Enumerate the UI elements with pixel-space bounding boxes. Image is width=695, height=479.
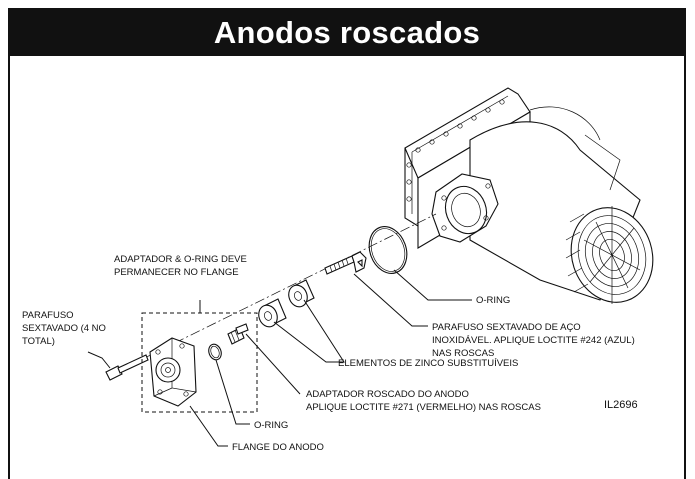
label-lower-o-ring: O-RING xyxy=(254,420,288,431)
threaded-adapter xyxy=(227,323,249,345)
label-zinc-elements: ELEMENTOS DE ZINCO SUBSTITUÍVEIS xyxy=(338,358,518,369)
label-adapter-line1: ADAPTADOR ROSCADO DO ANODO xyxy=(306,389,469,400)
label-hex-screw-line2: INOXIDÁVEL. APLIQUE LOCTITE #242 (AZUL) xyxy=(432,335,635,346)
label-adapter-note-line2: PERMANECER NO FLANGE xyxy=(114,267,239,278)
label-bolt-line1: PARAFUSO xyxy=(22,310,74,321)
zinc-elements xyxy=(258,279,315,328)
hex-screw xyxy=(324,251,367,275)
label-adapter-line2: APLIQUE LOCTITE #271 (VERMELHO) NAS ROSC… xyxy=(306,402,541,413)
label-adapter-note-line1: ADAPTADOR & O-RING DEVE xyxy=(114,254,247,265)
anode-flange xyxy=(149,337,197,407)
label-bolt-line3: TOTAL) xyxy=(22,336,55,347)
upper-o-ring xyxy=(368,226,408,274)
label-bolt-line2: SEXTAVADO (4 NO xyxy=(22,323,106,334)
label-upper-o-ring: O-RING xyxy=(476,295,510,306)
label-hex-screw-line3: NAS ROSCAS xyxy=(432,348,494,359)
hex-bolt xyxy=(105,354,149,381)
figure-code: IL2696 xyxy=(604,399,638,411)
gearcase-housing xyxy=(404,87,654,304)
page-title: Anodos roscados xyxy=(213,15,481,50)
label-anode-flange: FLANGE DO ANODO xyxy=(232,442,324,453)
title-bar: Anodos roscados xyxy=(10,10,684,56)
label-hex-screw-line1: PARAFUSO SEXTAVADO DE AÇO xyxy=(432,322,581,333)
lower-o-ring xyxy=(208,343,222,361)
